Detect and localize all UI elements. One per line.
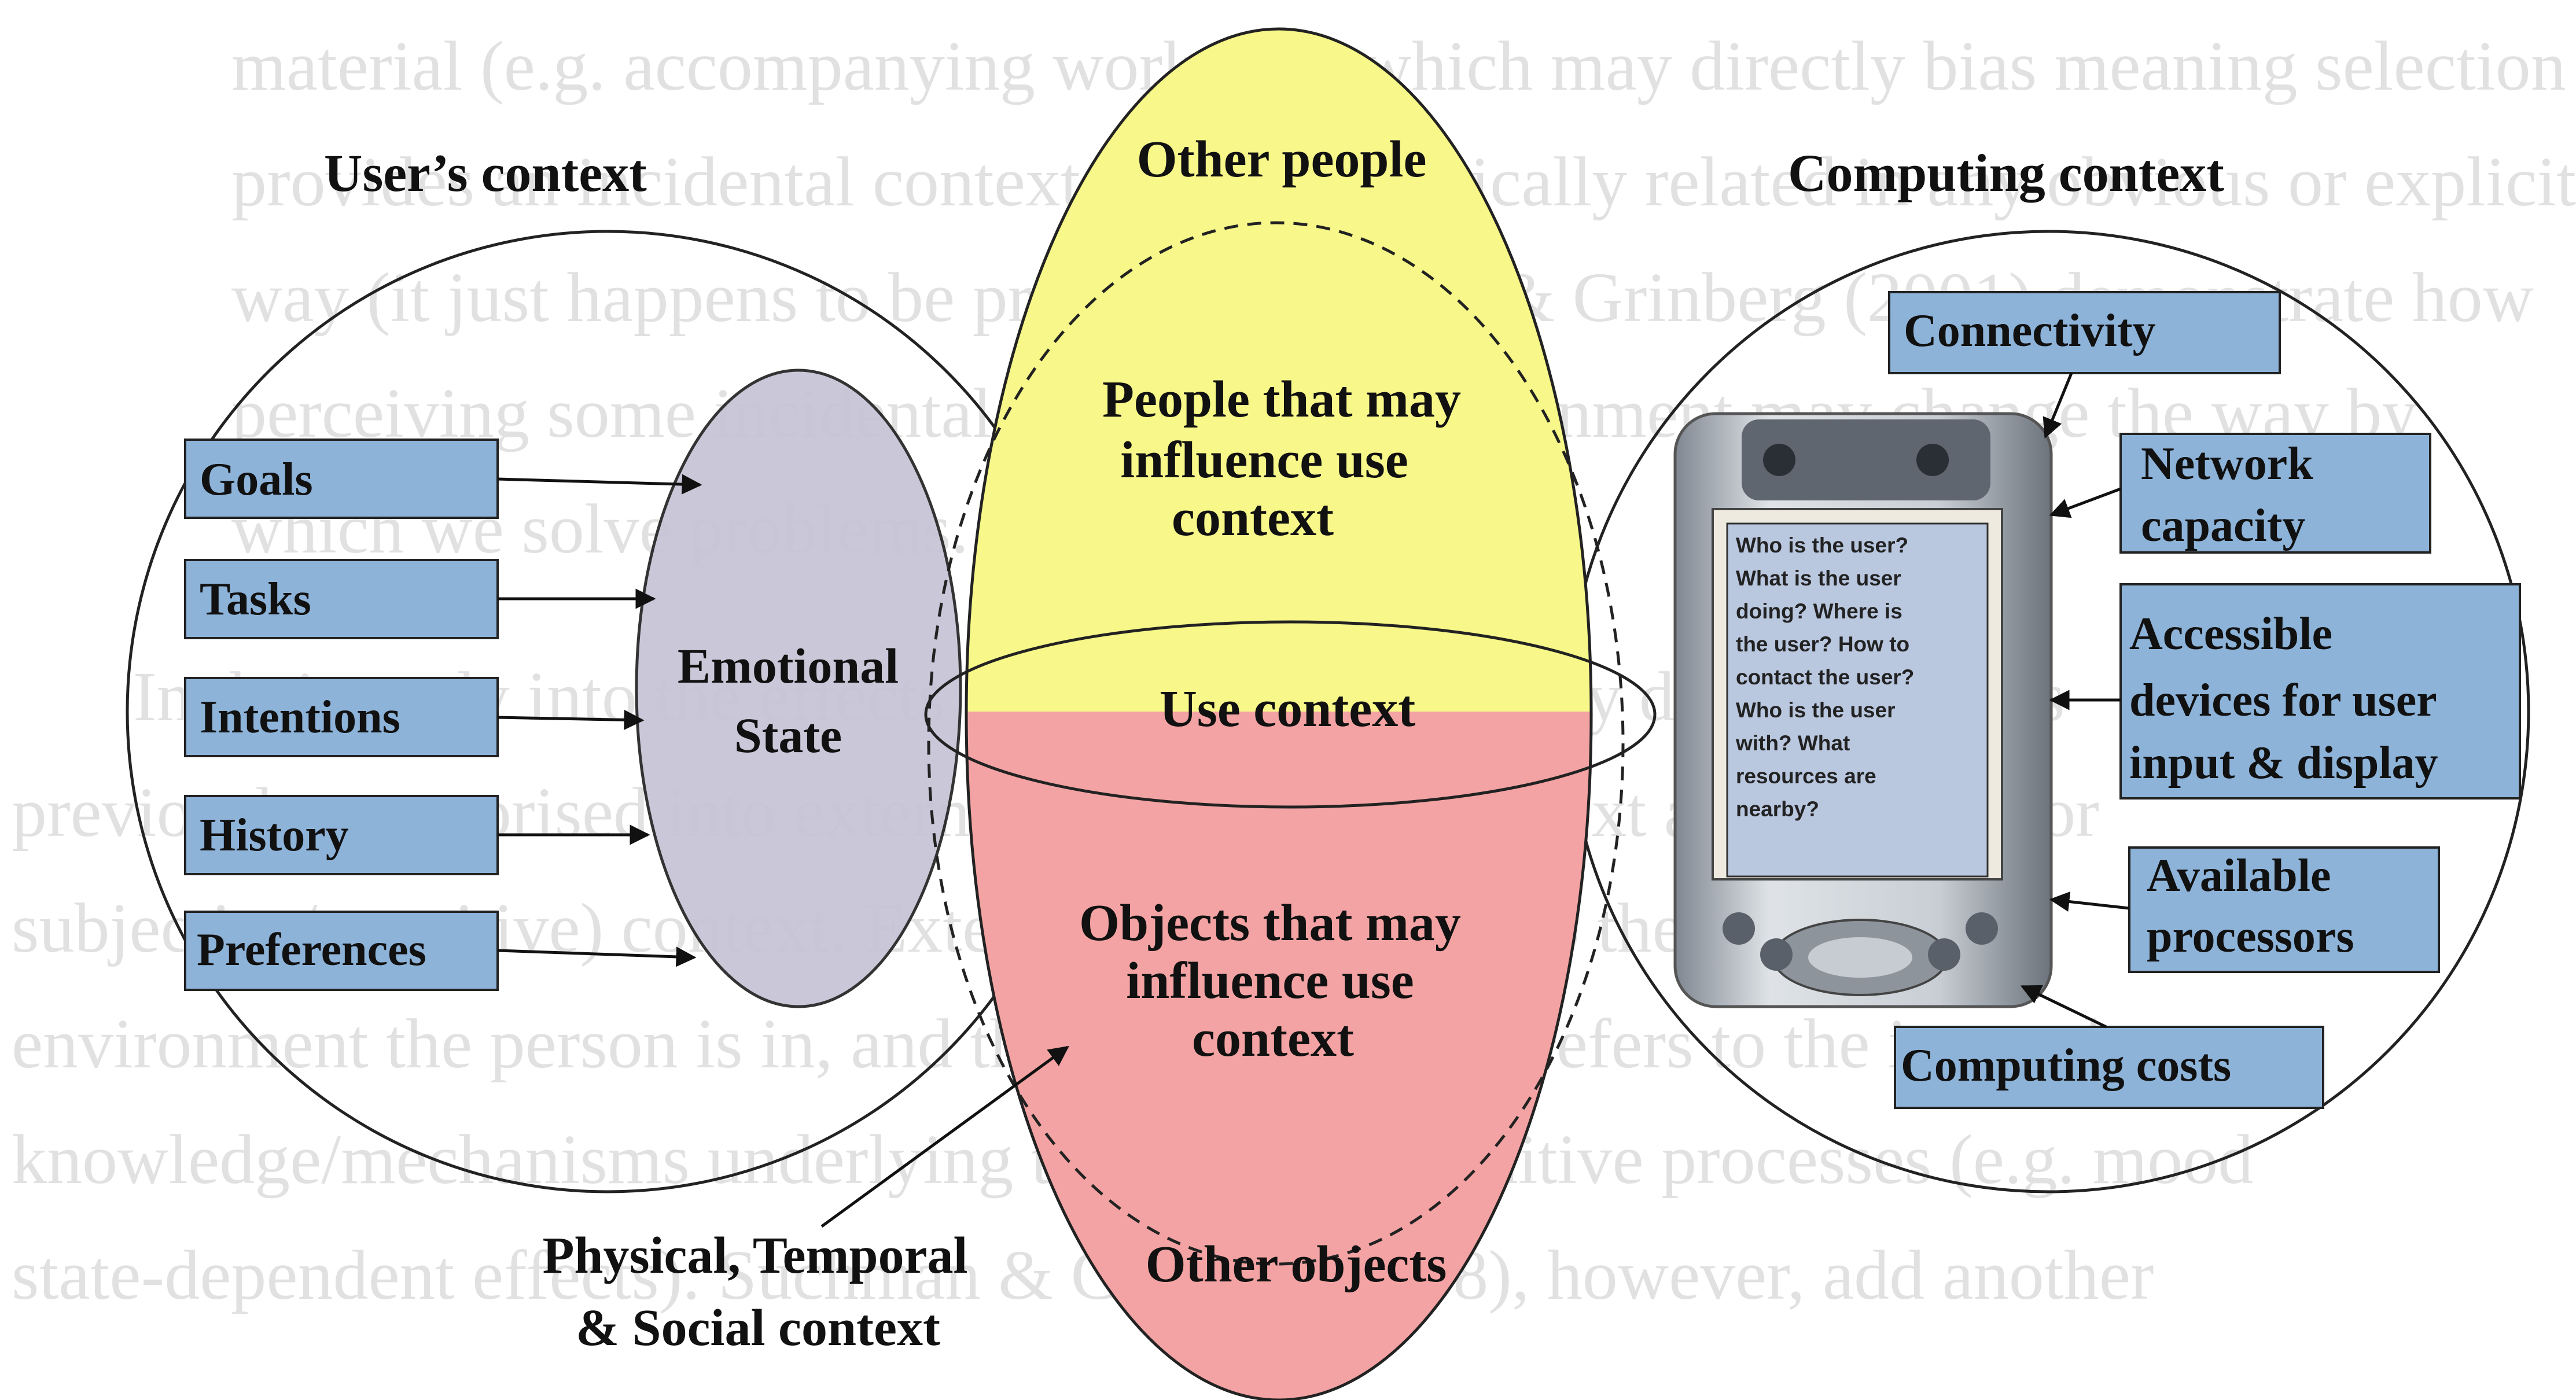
box-rect xyxy=(184,795,499,875)
emotional-state-ellipse xyxy=(635,369,962,1008)
computing-context-heading: Computing context xyxy=(1788,143,2224,202)
screen-line: Who is the user? xyxy=(1736,533,1908,557)
box-label: Preferences xyxy=(197,924,426,975)
arrow-intentions xyxy=(497,709,645,730)
arrow-physical-context xyxy=(820,1045,1069,1228)
screen-line: the user? How to xyxy=(1736,632,1909,656)
box-label: Tasks xyxy=(200,574,311,625)
box-label: capacity xyxy=(2141,500,2305,551)
box-label: devices for user xyxy=(2129,675,2437,726)
pda-button-icon xyxy=(1966,912,1998,945)
box-label: Network xyxy=(2141,439,2313,489)
center-ellipse-outline xyxy=(965,27,1593,1400)
screen-line: What is the user xyxy=(1736,566,1901,590)
objects-influence-label-3: context xyxy=(1192,1010,1354,1067)
pda-screen-text: Who is the user? What is the user doing?… xyxy=(1735,533,1920,821)
box-label: Accessible xyxy=(2129,609,2332,660)
pda-speaker-icon xyxy=(1916,444,1949,476)
other-people-region xyxy=(966,29,1591,712)
pda-button-icon xyxy=(1760,938,1793,971)
user-box-tasks: Tasks xyxy=(184,559,499,639)
pda-button-icon xyxy=(1723,912,1755,945)
screen-line: contact the user? xyxy=(1736,665,1914,689)
use-context-label: Use context xyxy=(1160,680,1415,738)
box-label: processors xyxy=(2147,911,2354,962)
people-influence-label-3: context xyxy=(1172,489,1334,547)
screen-line: doing? Where is xyxy=(1736,599,1902,623)
pda-camera-icon xyxy=(1763,444,1795,476)
box-rect xyxy=(2119,583,2521,800)
arrow-goals xyxy=(497,474,702,495)
screen-line: with? What xyxy=(1735,731,1850,755)
other-people-label: Other people xyxy=(1137,131,1427,188)
computing-box-processors: Available processors xyxy=(2128,846,2440,973)
box-rect xyxy=(184,439,499,519)
user-box-history: History xyxy=(184,795,499,875)
box-label: Connectivity xyxy=(1904,305,2156,356)
box-rect xyxy=(1894,1026,2324,1109)
users-context-heading: User’s context xyxy=(324,143,647,202)
objects-influence-label-1: Objects that may xyxy=(1079,894,1461,952)
box-label: input & display xyxy=(2129,738,2438,789)
influence-dashed-ellipse xyxy=(927,221,1625,1266)
pda-screen xyxy=(1726,522,1989,878)
other-objects-region xyxy=(966,712,1591,1400)
screen-line: nearby? xyxy=(1736,797,1819,821)
arrow-costs xyxy=(2020,985,2107,1029)
objects-influence-label-2: influence use xyxy=(1126,952,1414,1010)
box-rect xyxy=(184,677,499,757)
use-context-ellipse xyxy=(924,620,1657,809)
other-objects-label: Other objects xyxy=(1146,1236,1447,1293)
emotional-state-label-2: State xyxy=(734,708,842,763)
computing-box-devices: Accessible devices for user input & disp… xyxy=(2119,583,2521,800)
physical-context-label-1: Physical, Temporal xyxy=(542,1227,967,1284)
box-label: Computing costs xyxy=(1901,1040,2231,1091)
user-box-intentions: Intentions xyxy=(184,677,499,757)
box-label: Available xyxy=(2147,850,2331,901)
people-influence-label-1: People that may xyxy=(1102,371,1461,428)
box-rect xyxy=(184,559,499,639)
physical-context-label-2: & Social context xyxy=(576,1299,940,1357)
arrow-processors xyxy=(2049,891,2130,912)
emotional-state-label-1: Emotional xyxy=(678,638,899,694)
box-label: Goals xyxy=(200,454,313,505)
box-rect xyxy=(1888,291,2281,374)
box-label: Intentions xyxy=(200,692,400,743)
screen-line: resources are xyxy=(1736,764,1876,788)
box-rect xyxy=(2128,846,2440,973)
arrow-network xyxy=(2049,487,2121,518)
people-influence-label-2: influence use xyxy=(1120,432,1408,489)
pda-device: Who is the user? What is the user doing?… xyxy=(1673,412,2053,1008)
user-box-goals: Goals xyxy=(184,439,499,519)
pda-nav-center xyxy=(1808,937,1912,978)
arrow-connectivity xyxy=(2043,373,2073,439)
box-label: History xyxy=(200,810,349,861)
computing-box-network: Network capacity xyxy=(2119,433,2431,554)
box-rect xyxy=(184,911,499,991)
pda-top-cap xyxy=(1742,419,1990,500)
arrow-preferences xyxy=(497,946,697,967)
user-box-preferences: Preferences xyxy=(184,911,499,991)
computing-box-connectivity: Connectivity xyxy=(1888,291,2281,374)
computing-box-costs: Computing costs xyxy=(1894,1026,2324,1109)
pda-button-icon xyxy=(1928,938,1960,971)
screen-line: Who is the user xyxy=(1736,698,1895,722)
box-rect xyxy=(2119,433,2431,554)
